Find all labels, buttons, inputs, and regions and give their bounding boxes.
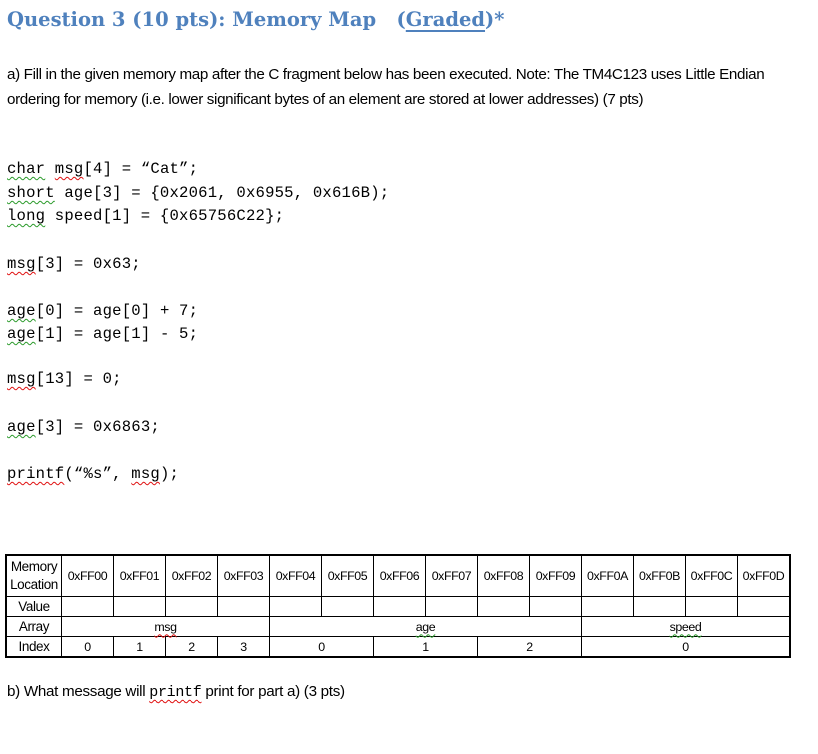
part-a-instructions: a) Fill in the given memory map after th…	[7, 66, 765, 108]
code-text: speed[1] = {0x65756C22};	[45, 207, 285, 225]
value-cell[interactable]	[529, 596, 582, 617]
title-text: Question 3 (10 pts): Memory Map	[7, 8, 377, 31]
identifier-age: age	[7, 418, 36, 436]
index-row: Index 0 1 2 3 0 1 2 0	[5, 636, 791, 658]
array-row: Array msg age speed	[5, 616, 791, 637]
address-cell: 0xFF05	[321, 554, 374, 597]
code-text: [4] = “Cat”;	[83, 160, 199, 178]
code-text: );	[159, 465, 180, 483]
index-cell: 1	[373, 636, 478, 658]
value-cell[interactable]	[685, 596, 738, 617]
value-cell[interactable]	[165, 596, 218, 617]
row-header-index: Index	[5, 636, 62, 658]
keyword-short: short	[7, 184, 55, 202]
array-name: speed	[669, 619, 702, 634]
address-cell: 0xFF02	[165, 554, 218, 597]
array-cell-msg: msg	[61, 616, 270, 637]
index-cell: 0	[581, 636, 791, 658]
part-b-question: b) What message will printf print for pa…	[7, 683, 345, 701]
value-cell[interactable]	[373, 596, 426, 617]
identifier-msg: msg	[7, 370, 36, 388]
row-header-value: Value	[5, 596, 62, 617]
header-line: Location	[10, 577, 58, 592]
address-cell: 0xFF04	[269, 554, 322, 597]
code-text: [1] = age[1] - 5;	[35, 325, 199, 343]
identifier-msg: msg	[7, 255, 36, 273]
address-cell: 0xFF0B	[633, 554, 686, 597]
index-cell: 2	[477, 636, 582, 658]
code-line-8: age[3] = 0x6863;	[7, 418, 160, 436]
printf-code: printf	[149, 684, 202, 701]
value-cell[interactable]	[477, 596, 530, 617]
address-cell: 0xFF00	[61, 554, 114, 597]
code-text: age[3] = {0x2061, 0x6955, 0x616B);	[54, 184, 390, 202]
identifier-age: age	[7, 325, 36, 343]
row-header-array: Array	[5, 616, 62, 637]
graded-label: Graded	[405, 8, 486, 31]
code-line-6: age[1] = age[1] - 5;	[7, 325, 198, 343]
code-line-2: short age[3] = {0x2061, 0x6955, 0x616B);	[7, 184, 389, 202]
address-cell: 0xFF0A	[581, 554, 634, 597]
identifier-age: age	[7, 302, 36, 320]
value-cell[interactable]	[321, 596, 374, 617]
array-cell-speed: speed	[581, 616, 791, 637]
value-cell[interactable]	[425, 596, 478, 617]
array-cell-age: age	[269, 616, 582, 637]
array-name: msg	[154, 619, 177, 634]
identifier-msg: msg	[54, 160, 84, 178]
code-line-4: msg[3] = 0x63;	[7, 255, 141, 273]
value-cell[interactable]	[61, 596, 114, 617]
index-cell: 0	[269, 636, 374, 658]
code-line-3: long speed[1] = {0x65756C22};	[7, 207, 284, 225]
code-text: [13] = 0;	[35, 370, 122, 388]
index-cell: 3	[217, 636, 270, 658]
code-line-5: age[0] = age[0] + 7;	[7, 302, 198, 320]
question-text: print for part a) (3 pts)	[201, 683, 345, 700]
title-paren-close: )*	[485, 8, 505, 31]
code-text: [3] = 0x6863;	[35, 418, 160, 436]
title-paren-open: (	[396, 8, 406, 31]
code-line-7: msg[13] = 0;	[7, 370, 122, 388]
keyword-char: char	[7, 160, 46, 178]
question-title: Question 3 (10 pts): Memory Map (Graded)…	[7, 8, 504, 31]
address-cell: 0xFF03	[217, 554, 270, 597]
code-line-1: char msg[4] = “Cat”;	[7, 160, 198, 178]
code-line-9: printf(“%s”, msg);	[7, 465, 179, 483]
address-cell: 0xFF0D	[737, 554, 791, 597]
address-cell: 0xFF06	[373, 554, 426, 597]
address-cell: 0xFF0C	[685, 554, 738, 597]
code-text: [0] = age[0] + 7;	[35, 302, 199, 320]
address-cell: 0xFF07	[425, 554, 478, 597]
identifier-msg: msg	[131, 465, 160, 483]
value-cell[interactable]	[581, 596, 634, 617]
index-cell: 1	[113, 636, 166, 658]
code-text: [3] = 0x63;	[35, 255, 141, 273]
function-printf: printf	[7, 465, 65, 483]
code-text: (“%s”,	[64, 465, 132, 483]
address-cell: 0xFF08	[477, 554, 530, 597]
address-cell: 0xFF01	[113, 554, 166, 597]
value-row: Value	[5, 596, 791, 617]
value-cell[interactable]	[113, 596, 166, 617]
index-cell: 0	[61, 636, 114, 658]
value-cell[interactable]	[269, 596, 322, 617]
value-cell[interactable]	[737, 596, 791, 617]
keyword-long: long	[7, 207, 46, 225]
question-text: b) What message will	[7, 683, 150, 700]
value-cell[interactable]	[633, 596, 686, 617]
array-name: age	[415, 619, 436, 634]
value-cell[interactable]	[217, 596, 270, 617]
index-cell: 2	[165, 636, 218, 658]
address-cell: 0xFF09	[529, 554, 582, 597]
header-line: Memory	[10, 559, 58, 574]
